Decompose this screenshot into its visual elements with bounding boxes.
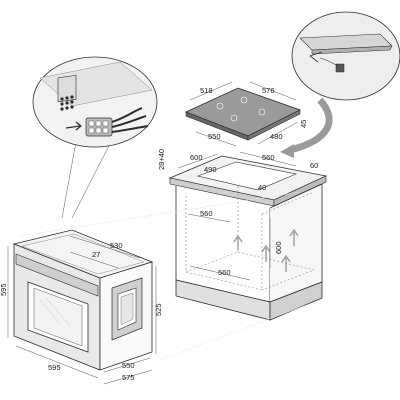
hob: 518 576 550 480 45 bbox=[184, 81, 308, 147]
oven-door-window bbox=[27, 281, 89, 353]
cabinet-width-label: 600 bbox=[190, 153, 203, 162]
cabinet-depth-label: 560 bbox=[262, 153, 275, 162]
insert-arrow-icon bbox=[65, 121, 82, 131]
hob-width-label: 518 bbox=[200, 86, 213, 95]
hob-thickness-label: 45 bbox=[299, 120, 308, 128]
clip-callout bbox=[280, 11, 400, 158]
front-offset-label: 28+40 bbox=[157, 149, 166, 170]
back-gap-label: 60 bbox=[310, 161, 318, 170]
clip-arrow-icon bbox=[309, 51, 323, 63]
front-panel-label: 27 bbox=[92, 250, 100, 259]
oven-top-depth-label: 530 bbox=[110, 241, 123, 250]
body-height-label: 525 bbox=[154, 303, 163, 316]
plug-connector-icon bbox=[85, 107, 149, 137]
oven-height-label: 595 bbox=[0, 283, 8, 296]
cabinet: 600 560 490 40 28+40 60 560 560 600 bbox=[157, 149, 328, 321]
connector-callout bbox=[32, 56, 158, 219]
shelf-upper-label: 560 bbox=[200, 209, 213, 218]
oven: 530 27 595 525 595 550 575 bbox=[0, 229, 163, 385]
hob-depth-label: 576 bbox=[262, 86, 275, 95]
cutout-depth-label: 480 bbox=[270, 132, 283, 141]
side-vent bbox=[111, 277, 143, 341]
inner-depth-label: 40 bbox=[258, 183, 266, 192]
terminal-block-icon bbox=[57, 74, 77, 111]
cutout-width-label: 550 bbox=[208, 132, 221, 141]
mounting-clip-icon bbox=[319, 57, 345, 73]
oven-width-label: 595 bbox=[48, 363, 61, 372]
shelf-lower-label: 560 bbox=[218, 268, 231, 277]
vent-arrow-icon bbox=[233, 234, 243, 250]
body-width-label: 550 bbox=[122, 361, 135, 370]
niche-height-label: 600 bbox=[274, 241, 283, 254]
inner-width-label: 490 bbox=[204, 165, 217, 174]
total-depth-label: 575 bbox=[122, 373, 135, 382]
